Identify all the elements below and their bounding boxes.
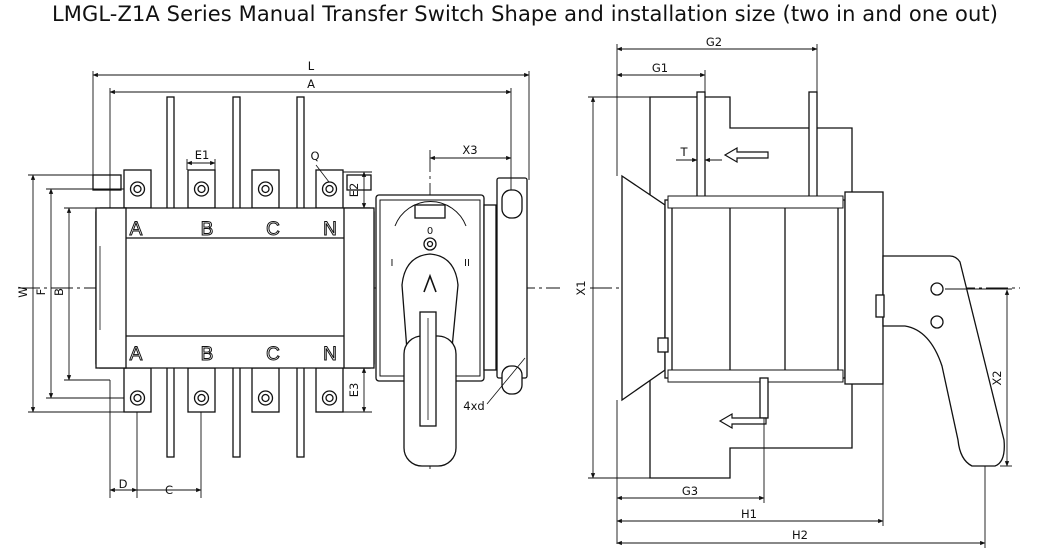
front-dimension-labels: L A X3 E1 Q E2 E3 W F B D C 4xd (16, 59, 485, 497)
direction-arrows (718, 146, 769, 430)
dim-label-w: W (16, 286, 30, 297)
dim-label-e3: E3 (347, 383, 361, 398)
bottom-terminals (123, 367, 344, 413)
dim-label-b: B (52, 288, 66, 296)
dim-label-x1: X1 (574, 280, 588, 295)
side-dimension-lines (588, 44, 1012, 548)
dim-label-q: Q (310, 149, 319, 163)
front-dimension-lines (28, 71, 530, 498)
phase-bottom-b: B (201, 344, 214, 365)
dim-label-f: F (34, 289, 48, 296)
dim-label-x3: X3 (462, 143, 477, 157)
phase-top-c: C (266, 219, 280, 240)
phase-bottom-c: C (266, 344, 280, 365)
phase-labels: A B C N A B C N (129, 219, 337, 366)
dim-label-e1: E1 (195, 148, 210, 162)
dim-label-g1: G1 (652, 61, 668, 75)
dim-label-a: A (307, 77, 315, 91)
dim-label-hole: 4xd (463, 399, 484, 413)
base-flange (621, 174, 666, 402)
dim-label-l: L (308, 59, 315, 73)
phase-top-b: B (201, 219, 214, 240)
dim-label-d: D (119, 477, 128, 491)
dim-label-x2: X2 (990, 370, 1004, 385)
top-terminals (92, 169, 372, 209)
phase-top-n: N (323, 219, 337, 240)
phase-bottom-a: A (130, 344, 143, 365)
operating-mechanism (375, 177, 528, 467)
position-mark-2: II (464, 258, 470, 269)
position-mark-1: I (391, 258, 394, 269)
side-view (588, 44, 1020, 548)
position-mark-0: 0 (427, 226, 433, 237)
dim-label-g2: G2 (706, 35, 722, 49)
page-title: LMGL-Z1A Series Manual Transfer Switch S… (51, 2, 999, 26)
front-view (18, 71, 560, 498)
dim-label-c: C (165, 483, 173, 497)
switch-position-marks: I 0 II (391, 226, 470, 269)
phase-bottom-n: N (323, 344, 337, 365)
side-dimension-labels: G2 G1 T X1 X2 G3 H1 H2 (574, 35, 1004, 542)
phase-top-a: A (130, 219, 143, 240)
side-body (657, 191, 884, 419)
dim-label-e2: E2 (347, 183, 361, 198)
dim-label-h2: H2 (792, 528, 808, 542)
switch-body (95, 207, 375, 369)
dim-label-g3: G3 (682, 484, 698, 498)
side-handle (875, 255, 1005, 467)
dim-label-h1: H1 (741, 507, 757, 521)
dim-label-t: T (679, 145, 688, 159)
